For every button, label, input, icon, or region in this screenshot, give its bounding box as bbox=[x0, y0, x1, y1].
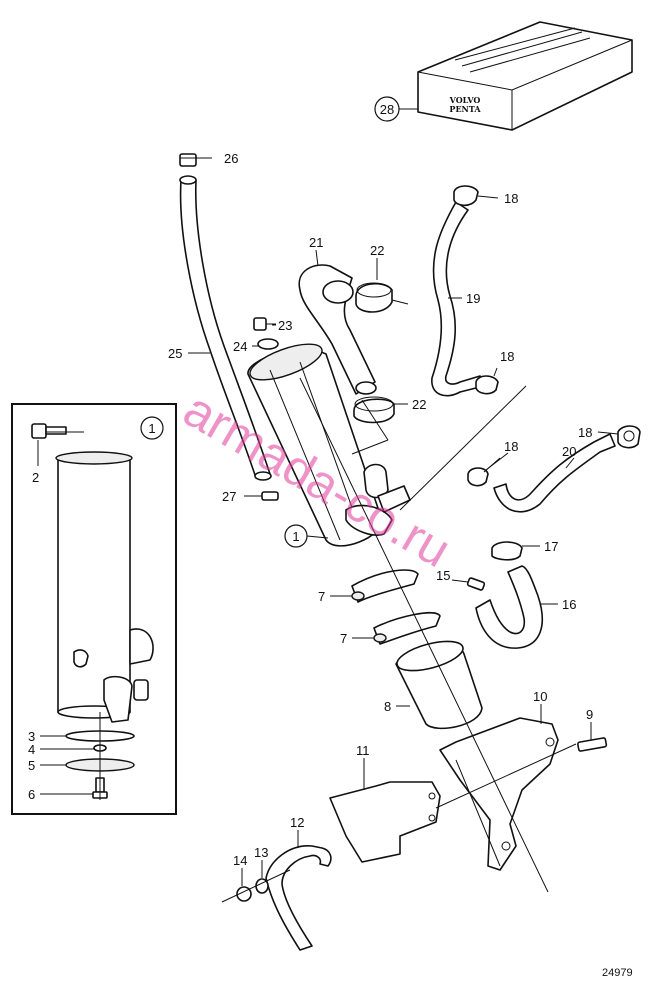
hose-20 bbox=[493, 433, 616, 513]
label-14: 14 bbox=[233, 853, 247, 868]
clamp-7-top bbox=[351, 569, 419, 603]
pin-15 bbox=[466, 577, 486, 591]
inset-callout: 1 bbox=[148, 421, 155, 436]
label-27: 27 bbox=[222, 489, 236, 504]
label-8: 8 bbox=[384, 699, 391, 714]
label-9: 9 bbox=[586, 707, 593, 722]
hose-25 bbox=[179, 175, 272, 481]
label-22-top: 22 bbox=[370, 243, 384, 258]
label-6: 6 bbox=[28, 787, 35, 802]
label-18-c: 18 bbox=[578, 425, 592, 440]
label-23: 23 bbox=[278, 318, 292, 333]
label-1: 1 bbox=[292, 529, 299, 544]
label-21: 21 bbox=[309, 235, 323, 250]
label-18-a: 18 bbox=[504, 191, 518, 206]
label-11: 11 bbox=[356, 743, 370, 758]
cap-26 bbox=[179, 153, 212, 167]
label-24: 24 bbox=[233, 339, 247, 354]
plug-23-24 bbox=[253, 317, 279, 350]
kit-box: VOLVO PENTA bbox=[417, 21, 633, 131]
label-26: 26 bbox=[224, 151, 238, 166]
bracket-10 bbox=[439, 717, 559, 871]
label-7-bottom: 7 bbox=[340, 631, 347, 646]
label-19: 19 bbox=[466, 291, 480, 306]
label-18-d: 18 bbox=[504, 439, 518, 454]
clamp-18-b bbox=[475, 375, 499, 395]
label-10: 10 bbox=[533, 689, 547, 704]
label-15: 15 bbox=[436, 568, 450, 583]
part-labels: 26 18 21 22 19 23 24 25 18 22 18 18 20 2… bbox=[28, 151, 619, 886]
bracket-11 bbox=[329, 781, 441, 863]
label-25: 25 bbox=[168, 346, 182, 361]
clamp-18-d bbox=[467, 457, 501, 487]
label-20: 20 bbox=[562, 444, 576, 459]
label-16: 16 bbox=[562, 597, 576, 612]
label-7-top: 7 bbox=[318, 589, 325, 604]
clamp-18-a bbox=[453, 185, 499, 207]
label-18-b: 18 bbox=[500, 349, 514, 364]
svg-text:28: 28 bbox=[380, 102, 394, 117]
label-12: 12 bbox=[290, 815, 304, 830]
callout-28: 28 bbox=[374, 96, 418, 122]
bolt-9 bbox=[577, 737, 608, 752]
label-3: 3 bbox=[28, 729, 35, 744]
clamp-22-bottom bbox=[353, 396, 395, 424]
sleeve-8 bbox=[395, 640, 483, 730]
label-2: 2 bbox=[32, 470, 39, 485]
hose-16 bbox=[475, 565, 543, 649]
brand-label-volvo: VOLVO bbox=[449, 95, 481, 105]
brand-label-penta: PENTA bbox=[449, 104, 481, 114]
tube-12 bbox=[265, 845, 332, 951]
label-5: 5 bbox=[28, 758, 35, 773]
pipe-21 bbox=[298, 264, 377, 395]
pin-27 bbox=[261, 491, 279, 501]
clamp-18-c bbox=[617, 425, 641, 449]
label-13: 13 bbox=[254, 845, 268, 860]
clamp-17 bbox=[491, 541, 523, 561]
inset-panel: 1 bbox=[11, 403, 177, 815]
label-17: 17 bbox=[544, 539, 558, 554]
clamp-22-top bbox=[355, 282, 409, 313]
clamp-7-bottom bbox=[373, 612, 441, 645]
label-4: 4 bbox=[28, 742, 35, 757]
label-22-bottom: 22 bbox=[412, 397, 426, 412]
drawing-number: 24979 bbox=[602, 967, 633, 979]
assembly-center-lines bbox=[221, 377, 577, 903]
